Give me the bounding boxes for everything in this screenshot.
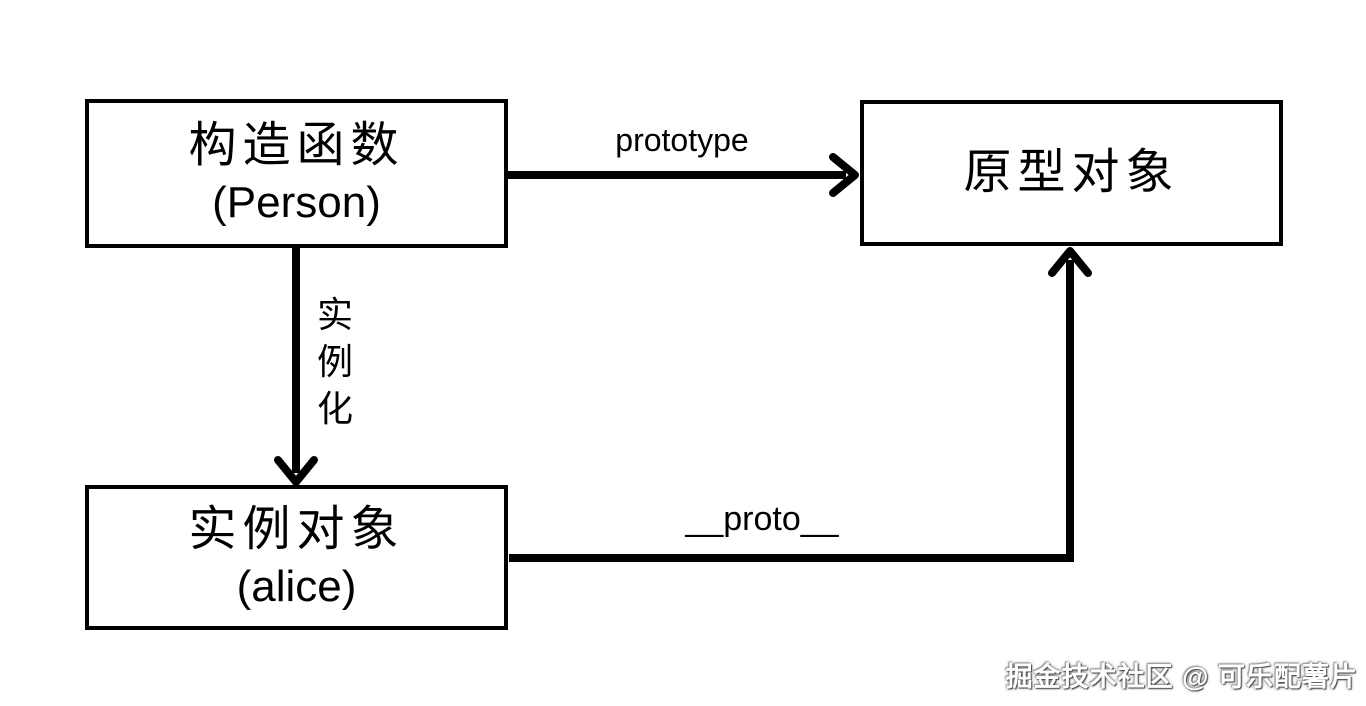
- constructor-box: 构造函数 (Person): [85, 99, 508, 248]
- instance-object-box: 实例对象 (alice): [85, 485, 508, 630]
- prototype-object-box-title: 原型对象: [963, 144, 1180, 201]
- instance-object-box-title: 实例对象: [188, 501, 405, 558]
- watermark: 掘金技术社区 @ 可乐配薯片: [1005, 662, 1358, 692]
- prototype-edge-label: prototype: [615, 122, 749, 158]
- prototype-arrowhead-icon: [829, 153, 859, 197]
- instantiation-edge-label: 实例化: [316, 295, 353, 430]
- proto-arrow-line: [509, 260, 1074, 562]
- prototype-object-box: 原型对象: [860, 100, 1283, 246]
- proto-edge-label: __proto__: [685, 500, 839, 538]
- instance-object-box-subtitle: (alice): [236, 561, 357, 611]
- constructor-box-title: 构造函数: [188, 117, 405, 174]
- proto-arrowhead-icon: [1048, 247, 1092, 277]
- instantiation-arrowhead-icon: [274, 456, 318, 486]
- constructor-box-subtitle: (Person): [212, 177, 381, 227]
